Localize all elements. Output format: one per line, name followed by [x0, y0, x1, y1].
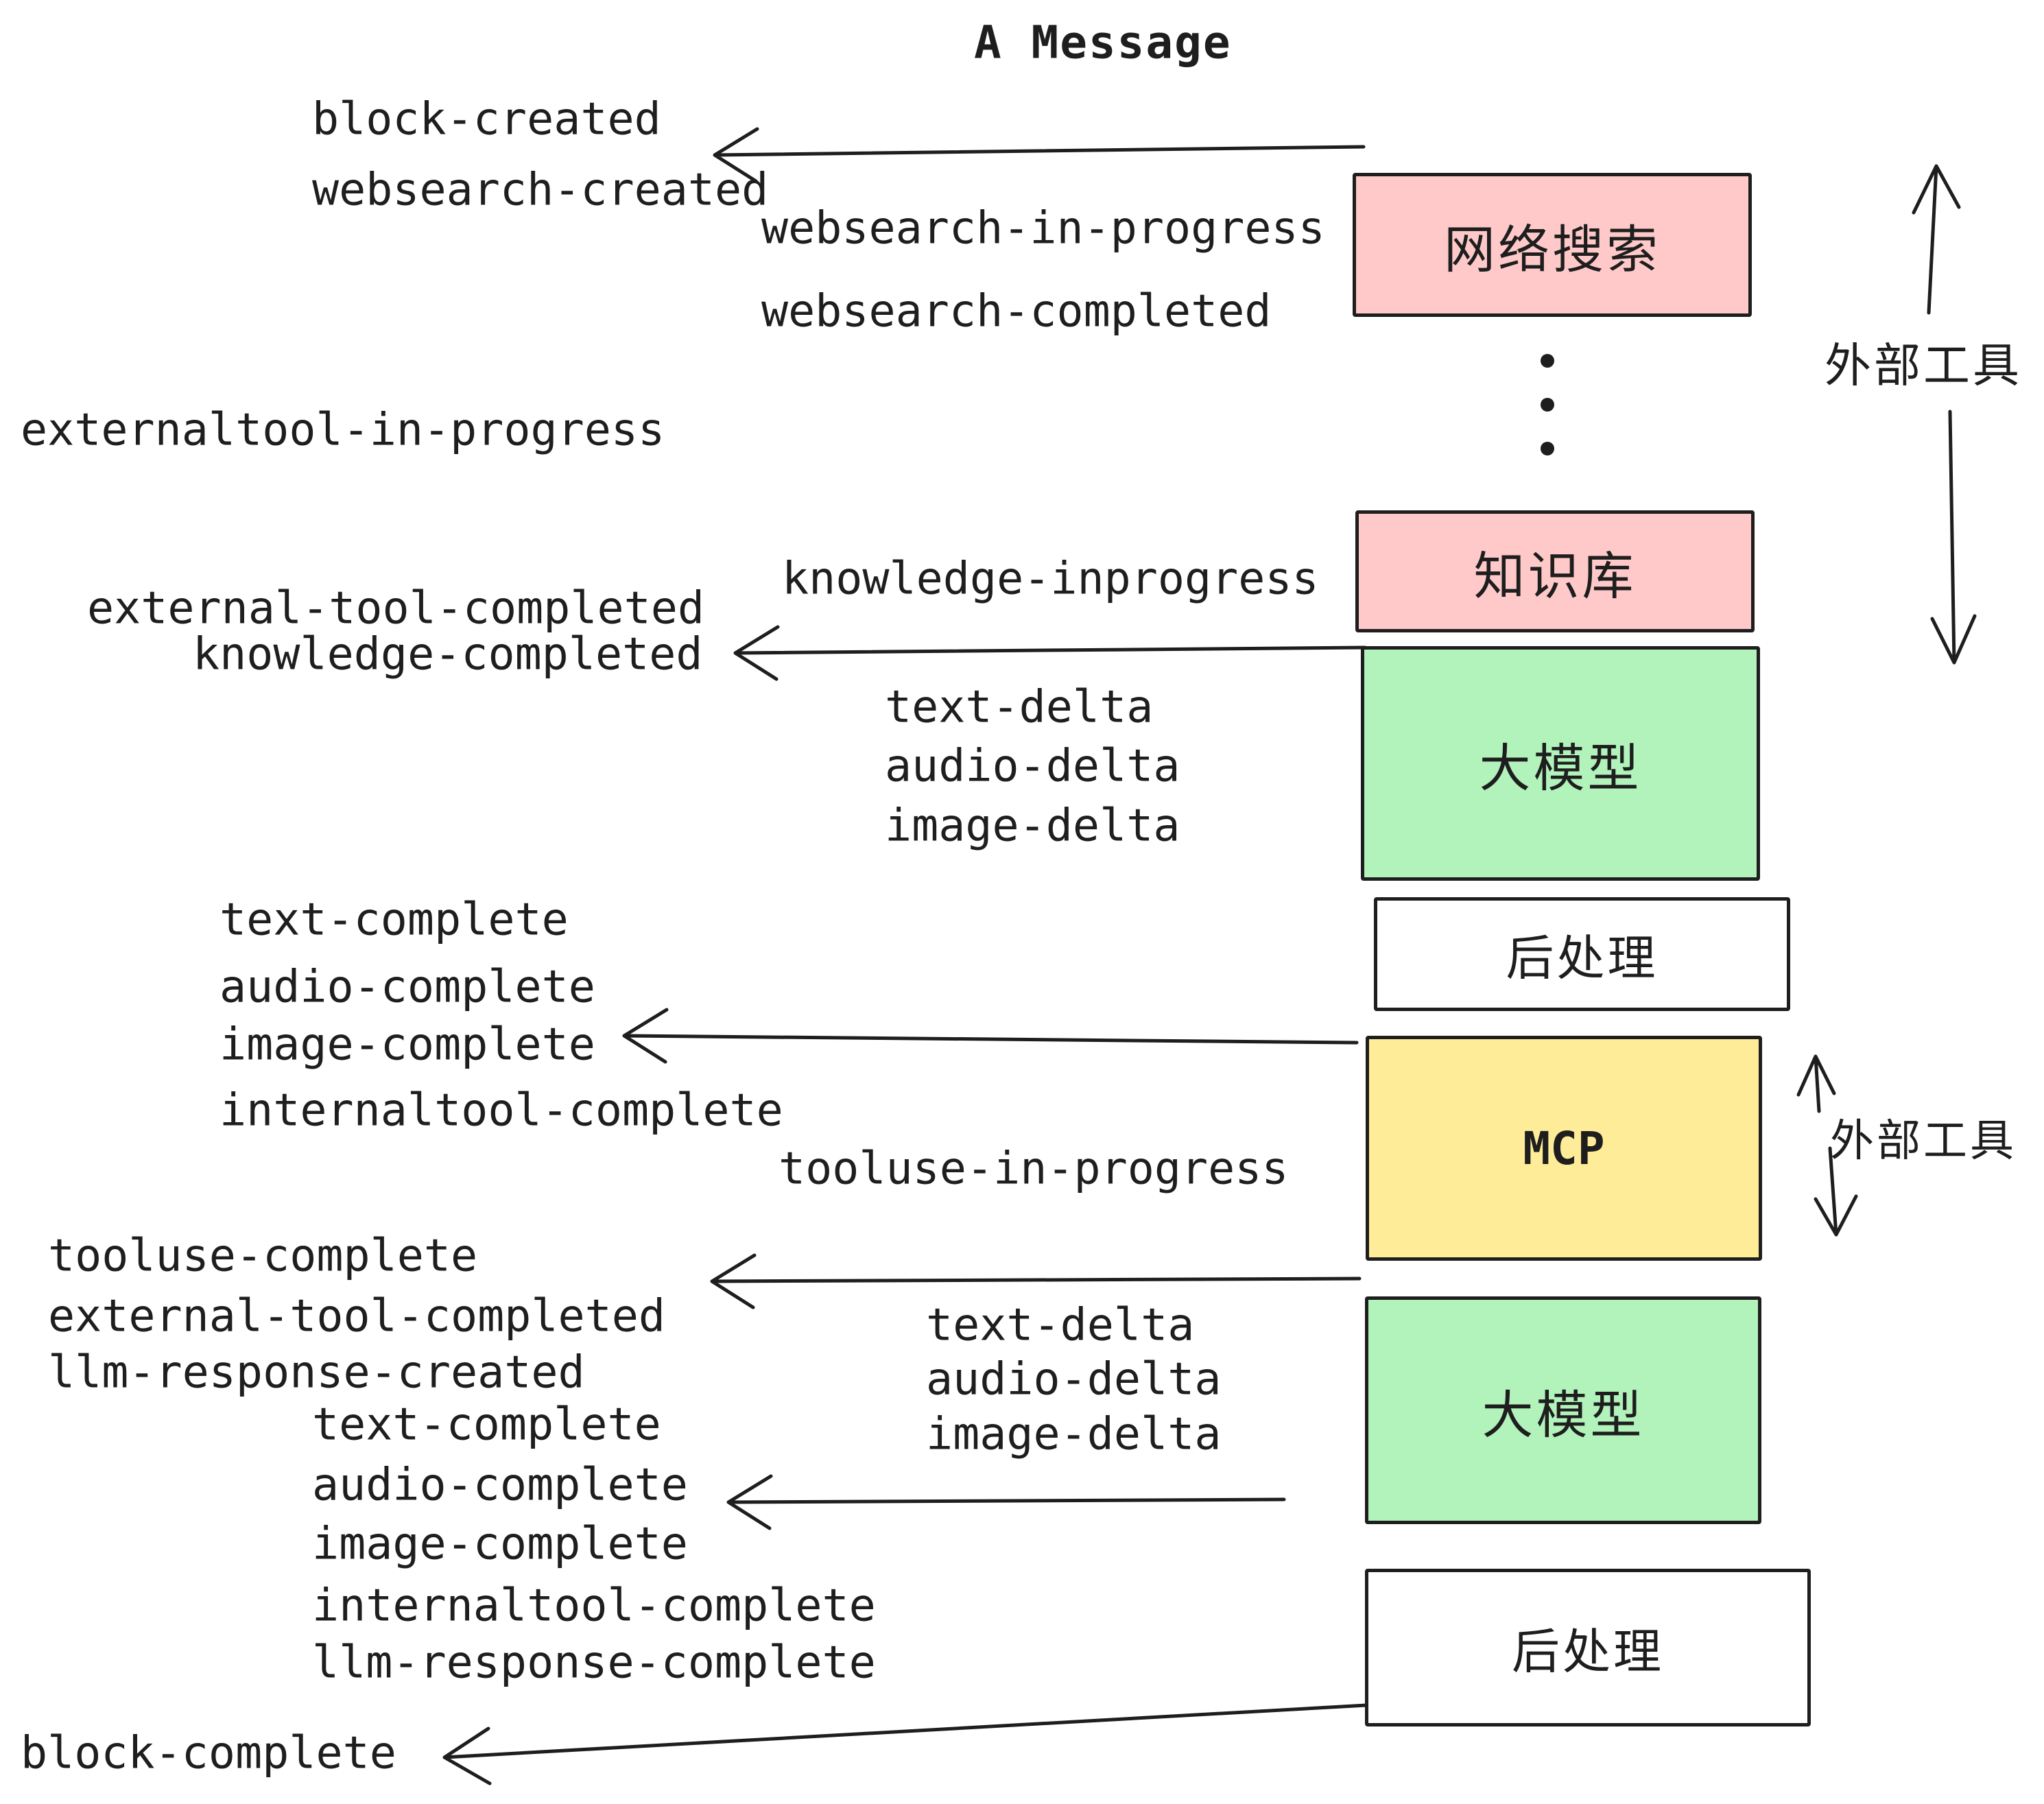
event-websearch-in-progress: websearch-in-progress — [761, 202, 1325, 254]
event-audio-complete-2: audio-complete — [312, 1459, 688, 1511]
node-knowledge: 知识库 — [1355, 510, 1755, 632]
event-external-tool-completed-1: external-tool-completed — [87, 582, 705, 634]
event-image-delta-1: image-delta — [885, 800, 1180, 852]
external-tools-label-mcp: 外部工具 — [1830, 1116, 2017, 1167]
event-audio-delta-1: audio-delta — [885, 740, 1180, 792]
event-websearch-created: websearch-created — [312, 164, 769, 216]
node-postprocess-1-label: 后处理 — [1506, 929, 1659, 986]
node-postprocess-1: 后处理 — [1374, 897, 1790, 1011]
ellipsis-dot — [1541, 442, 1554, 455]
event-tooluse-complete: tooluse-complete — [48, 1230, 478, 1282]
ellipsis-dot — [1541, 354, 1554, 368]
external-tools-up-arrow-icon — [1912, 164, 1961, 315]
mcp-up-arrow-icon — [1796, 1054, 1836, 1113]
event-knowledge-completed: knowledge-completed — [193, 628, 703, 680]
node-llm-2: 大模型 — [1365, 1296, 1761, 1524]
external-tools-down-arrow-icon — [1930, 410, 1977, 665]
node-mcp: MCP — [1366, 1036, 1762, 1261]
arrow-knowledge-to-completed-icon — [733, 625, 1367, 681]
event-text-complete-1: text-complete — [219, 894, 569, 946]
arrow-postprocess1-to-complete-icon — [622, 1008, 1359, 1064]
event-tooluse-in-progress: tooluse-in-progress — [779, 1143, 1289, 1195]
event-knowledge-inprogress: knowledge-inprogress — [782, 553, 1319, 605]
event-text-delta-1: text-delta — [885, 681, 1154, 733]
event-externaltool-in-progress: externaltool-in-progress — [21, 404, 665, 456]
event-audio-delta-2: audio-delta — [926, 1353, 1222, 1405]
event-websearch-completed: websearch-completed — [761, 285, 1272, 337]
node-llm-2-label: 大模型 — [1482, 1384, 1645, 1445]
node-llm-1-label: 大模型 — [1479, 737, 1642, 798]
arrow-postprocess2-to-block-complete-icon — [442, 1703, 1368, 1785]
mcp-down-arrow-icon — [1814, 1146, 1858, 1237]
event-external-tool-completed-2: external-tool-completed — [48, 1290, 666, 1342]
node-mcp-label: MCP — [1523, 1121, 1605, 1175]
ellipsis-dot — [1541, 398, 1554, 412]
vertical-ellipsis-icon — [1541, 354, 1554, 455]
node-postprocess-2-label: 后处理 — [1512, 1623, 1664, 1680]
diagram-title: A Message — [974, 16, 1232, 69]
event-block-complete: block-complete — [21, 1727, 396, 1779]
event-llm-response-complete: llm-response-complete — [312, 1637, 876, 1689]
event-text-delta-2: text-delta — [926, 1299, 1195, 1351]
arrow-llm2-to-audio-complete-icon — [726, 1474, 1286, 1530]
event-image-delta-2: image-delta — [926, 1408, 1222, 1460]
event-internaltool-complete-2: internaltool-complete — [312, 1580, 876, 1632]
event-llm-response-created: llm-response-created — [48, 1346, 585, 1399]
node-websearch-label: 网络搜索 — [1443, 219, 1661, 280]
event-block-created: block-created — [312, 93, 661, 145]
node-postprocess-2: 后处理 — [1365, 1569, 1811, 1726]
node-websearch: 网络搜索 — [1353, 173, 1752, 317]
event-audio-complete-1: audio-complete — [219, 961, 595, 1013]
external-tools-label-top: 外部工具 — [1825, 339, 2023, 394]
node-knowledge-label: 知识库 — [1473, 545, 1637, 606]
event-image-complete-2: image-complete — [312, 1518, 688, 1570]
arrow-mcp-to-tooluse-complete-icon — [710, 1253, 1362, 1309]
event-internaltool-complete-1: internaltool-complete — [219, 1084, 783, 1137]
event-image-complete-1: image-complete — [219, 1019, 595, 1071]
event-text-complete-2: text-complete — [312, 1399, 661, 1451]
node-llm-1: 大模型 — [1361, 646, 1760, 881]
arrow-websearch-to-created-icon — [713, 127, 1366, 183]
